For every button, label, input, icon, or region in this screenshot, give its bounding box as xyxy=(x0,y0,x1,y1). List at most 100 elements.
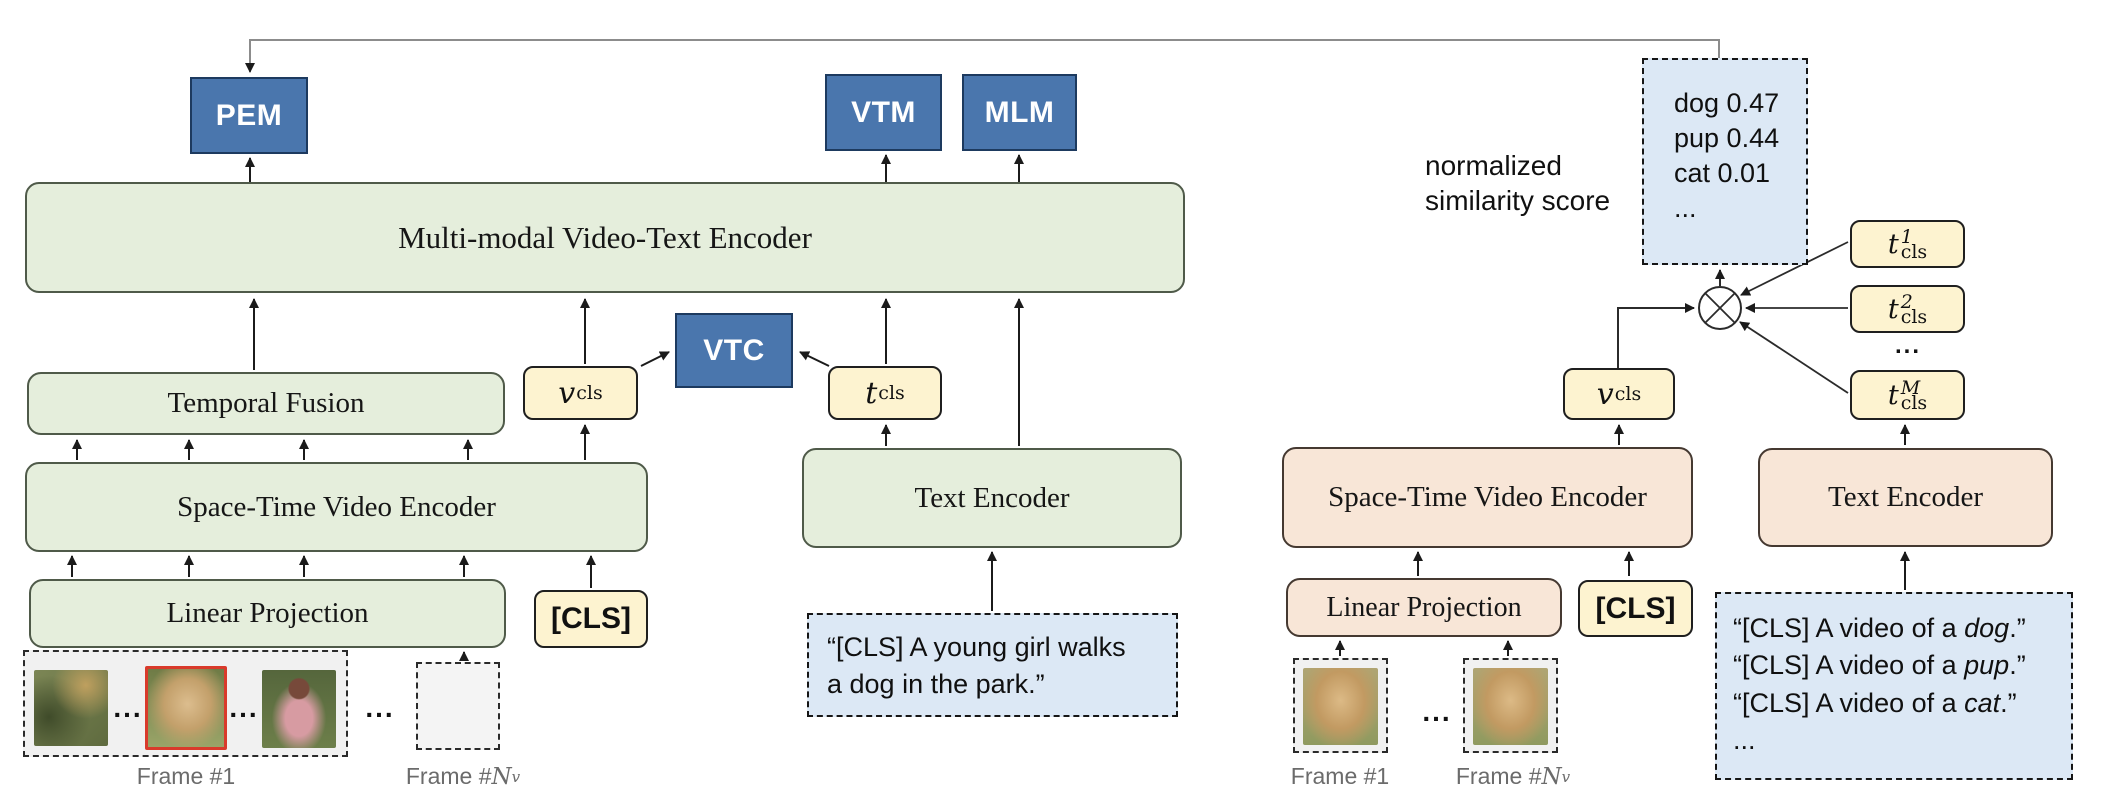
t-cls-M-base: t xyxy=(1887,379,1899,411)
prompt-1-suffix: .” xyxy=(2009,613,2026,643)
frameN-prefix-right: Frame # xyxy=(1455,763,1542,789)
prompt-3-suffix: .” xyxy=(2000,687,2017,718)
mlm-label: MLM xyxy=(984,95,1055,129)
frame-ellipsis-right: ... xyxy=(1422,696,1452,727)
similarity-score-label-line2: similarity score xyxy=(1425,185,1611,216)
t-cls-sub: cls xyxy=(878,382,905,404)
space-time-encoder-box-left: Space-Time Video Encoder xyxy=(25,462,648,552)
t-cls-base: t xyxy=(865,375,878,411)
vtm-head-box: VTM xyxy=(825,74,942,151)
linear-projection-label-left: Linear Projection xyxy=(166,597,369,629)
vtc-label: VTC xyxy=(703,333,765,367)
similarity-item-ellipsis: ... xyxy=(1674,193,1697,224)
v-cls-base: v xyxy=(558,375,576,411)
similarity-item-dog: dog 0.47 xyxy=(1674,88,1780,118)
v-cls-sub: cls xyxy=(576,382,603,404)
prompt-3-prefix: “[CLS] A video of a xyxy=(1733,687,1965,718)
text-encoder-box-left: Text Encoder xyxy=(802,448,1182,548)
text-encoder-label-left: Text Encoder xyxy=(914,481,1070,514)
caption-line-1: “[CLS] A young girl walks xyxy=(827,632,1126,662)
frame-photo-dog-right-2 xyxy=(1473,668,1548,745)
mlm-head-box: MLM xyxy=(962,74,1077,151)
t-cls-ellipsis: ... xyxy=(1894,332,1921,359)
cls-token-box-left: [CLS] xyxy=(534,590,648,648)
multiply-icon xyxy=(1698,286,1742,330)
t-cls-M-sub: cls xyxy=(1900,392,1928,414)
frame-photo-dog-right-1 xyxy=(1303,668,1378,745)
t-cls-2-sup: 2 xyxy=(1900,290,1913,313)
space-time-encoder-box-right: Space-Time Video Encoder xyxy=(1282,447,1693,548)
prompt-3-word: cat xyxy=(1964,687,2001,718)
cls-token-label-left: [CLS] xyxy=(551,602,631,635)
frameN-base: N xyxy=(491,763,512,790)
feedback-line xyxy=(245,39,1720,73)
vtc-head-box: VTC xyxy=(675,313,793,388)
frame-photo-blurred xyxy=(34,670,108,746)
frame-ellipsis-3: ... xyxy=(365,692,395,723)
multimodal-encoder-box: Multi-modal Video-Text Encoder xyxy=(25,182,1185,293)
t-cls-2-base: t xyxy=(1887,293,1899,325)
caption-note-box: “[CLS] A young girl walks a dog in the p… xyxy=(807,613,1178,717)
space-time-encoder-label-right: Space-Time Video Encoder xyxy=(1328,481,1647,513)
pem-head-box: PEM xyxy=(190,77,308,154)
similarity-score-label-line1: normalized xyxy=(1425,150,1562,181)
frame1-label-left: Frame #1 xyxy=(126,763,246,790)
prompt-line-1: “[CLS] A video of a dog.” xyxy=(1733,610,2026,647)
prompt-texts-box: “[CLS] A video of a dog.” “[CLS] A video… xyxy=(1715,592,2073,780)
linear-projection-box-left: Linear Projection xyxy=(29,579,506,648)
cls-token-box-right: [CLS] xyxy=(1578,580,1693,637)
t-cls-2-sub: cls xyxy=(1900,306,1928,328)
t-cls-M-sup: M xyxy=(1900,376,1921,399)
cls-token-label-right: [CLS] xyxy=(1595,591,1676,625)
line-tclsM-to-multiply xyxy=(1739,321,1849,394)
prompt-1-prefix: “[CLS] A video of a xyxy=(1733,613,1965,643)
t-cls-1-sub: cls xyxy=(1900,241,1928,263)
prompt-line-3: “[CLS] A video of a cat.” xyxy=(1733,685,2017,722)
text-encoder-label-right: Text Encoder xyxy=(1828,481,1983,513)
frame-ellipsis-1: ... xyxy=(113,692,143,723)
temporal-fusion-label: Temporal Fusion xyxy=(167,387,365,419)
pem-label: PEM xyxy=(215,98,283,132)
line-vcls-to-multiply xyxy=(1617,303,1695,368)
similarity-scores-box: dog 0.47 pup 0.44 cat 0.01 ... xyxy=(1642,58,1808,265)
frame-ellipsis-2: ... xyxy=(229,692,259,723)
multimodal-encoder-label: Multi-modal Video-Text Encoder xyxy=(398,219,812,255)
vtm-label: VTM xyxy=(851,95,916,129)
frameN-base-right: N xyxy=(1541,763,1562,790)
caption-line-2: a dog in the park.” xyxy=(827,669,1045,700)
similarity-score-label: normalized similarity score xyxy=(1425,148,1640,218)
frame1-label-right-text: Frame #1 xyxy=(1290,763,1390,789)
frame-photo-dog-highlighted xyxy=(145,666,227,750)
v-cls-sub-right: cls xyxy=(1614,383,1642,405)
linear-projection-box-right: Linear Projection xyxy=(1286,578,1562,637)
arrow-tcls-to-vtc xyxy=(799,351,830,367)
v-cls-base-right: v xyxy=(1596,376,1614,412)
space-time-encoder-label-left: Space-Time Video Encoder xyxy=(177,490,496,523)
prompt-4-prefix: ... xyxy=(1733,724,1756,755)
arrow-vcls-to-vtc xyxy=(640,351,670,367)
prompt-2-word: pup xyxy=(1964,650,2010,681)
t-cls-1-base: t xyxy=(1887,228,1899,260)
prompt-2-prefix: “[CLS] A video of a xyxy=(1733,650,1965,681)
similarity-item-pup: pup 0.44 xyxy=(1674,123,1780,154)
frame-photo-girl xyxy=(262,670,336,748)
prompt-line-4: ... xyxy=(1733,722,1756,759)
prompt-1-word: dog xyxy=(1964,613,2010,643)
similarity-item-cat: cat 0.01 xyxy=(1674,158,1771,189)
frameN-sub-right: v xyxy=(1561,767,1571,786)
frame1-label-right: Frame #1 xyxy=(1280,763,1400,790)
prompt-line-2: “[CLS] A video of a pup.” xyxy=(1733,647,2026,684)
prompt-2-suffix: .” xyxy=(2009,650,2026,681)
frame1-label-text: Frame #1 xyxy=(136,763,236,789)
linear-projection-label-right: Linear Projection xyxy=(1326,591,1522,623)
frame-placeholder-box xyxy=(416,662,500,750)
line-tcls1-to-multiply xyxy=(1740,241,1849,296)
